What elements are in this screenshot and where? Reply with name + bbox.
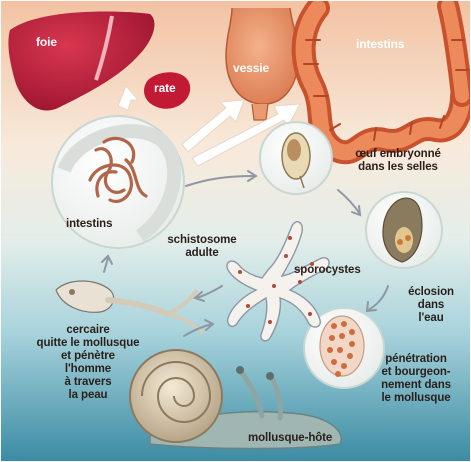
hatching-label: éclosion dans l'eau: [404, 286, 458, 325]
spleen-label: rate: [154, 82, 176, 95]
hatching-label-line-1: éclosion: [404, 286, 458, 299]
egg-circle-drawing: [260, 122, 332, 194]
cercaria-label-line-1: cercaire: [24, 324, 152, 337]
cercaria-label-line-6: la peau: [24, 389, 152, 402]
adult-label: schistosome adulte: [160, 234, 244, 260]
cercaria-label-line-5: à travers: [24, 376, 152, 389]
penetration-label-line-3: nement dans: [370, 379, 462, 392]
cercaria-label-line-2: quitte le mollusque: [24, 337, 152, 350]
intestines-top-label: intestins: [356, 38, 404, 51]
sporocysts-label: sporocystes: [294, 264, 361, 277]
adult-label-line-1: schistosome: [160, 234, 244, 247]
adult-label-line-2: adulte: [160, 247, 244, 260]
penetration-label-line-1: pénétration: [370, 353, 462, 366]
egg-label-line-1: œuf embryonné: [340, 148, 456, 161]
liver-label: foie: [36, 36, 57, 49]
cercaria-label-line-4: l'homme: [24, 363, 152, 376]
hatching-label-line-2: dans: [404, 299, 458, 312]
cercaria-label: cercaire quitte le mollusque et pénètre …: [24, 324, 152, 402]
penetration-label-line-2: et bourgeon-: [370, 366, 462, 379]
bladder-label: vessie: [233, 62, 269, 75]
egg-label-line-2: dans les selles: [340, 161, 456, 174]
hatching-label-line-3: l'eau: [404, 312, 458, 325]
host-label: mollusque-hôte: [248, 432, 332, 445]
hatching-circle-drawing: [366, 192, 442, 268]
egg-label: œuf embryonné dans les selles: [340, 148, 456, 174]
penetration-label-line-4: le mollusque: [370, 392, 462, 405]
intestines-circle-label: intestins: [66, 218, 112, 231]
cercaria-label-line-3: et pénètre: [24, 350, 152, 363]
penetration-label: pénétration et bourgeon- nement dans le …: [370, 353, 462, 405]
